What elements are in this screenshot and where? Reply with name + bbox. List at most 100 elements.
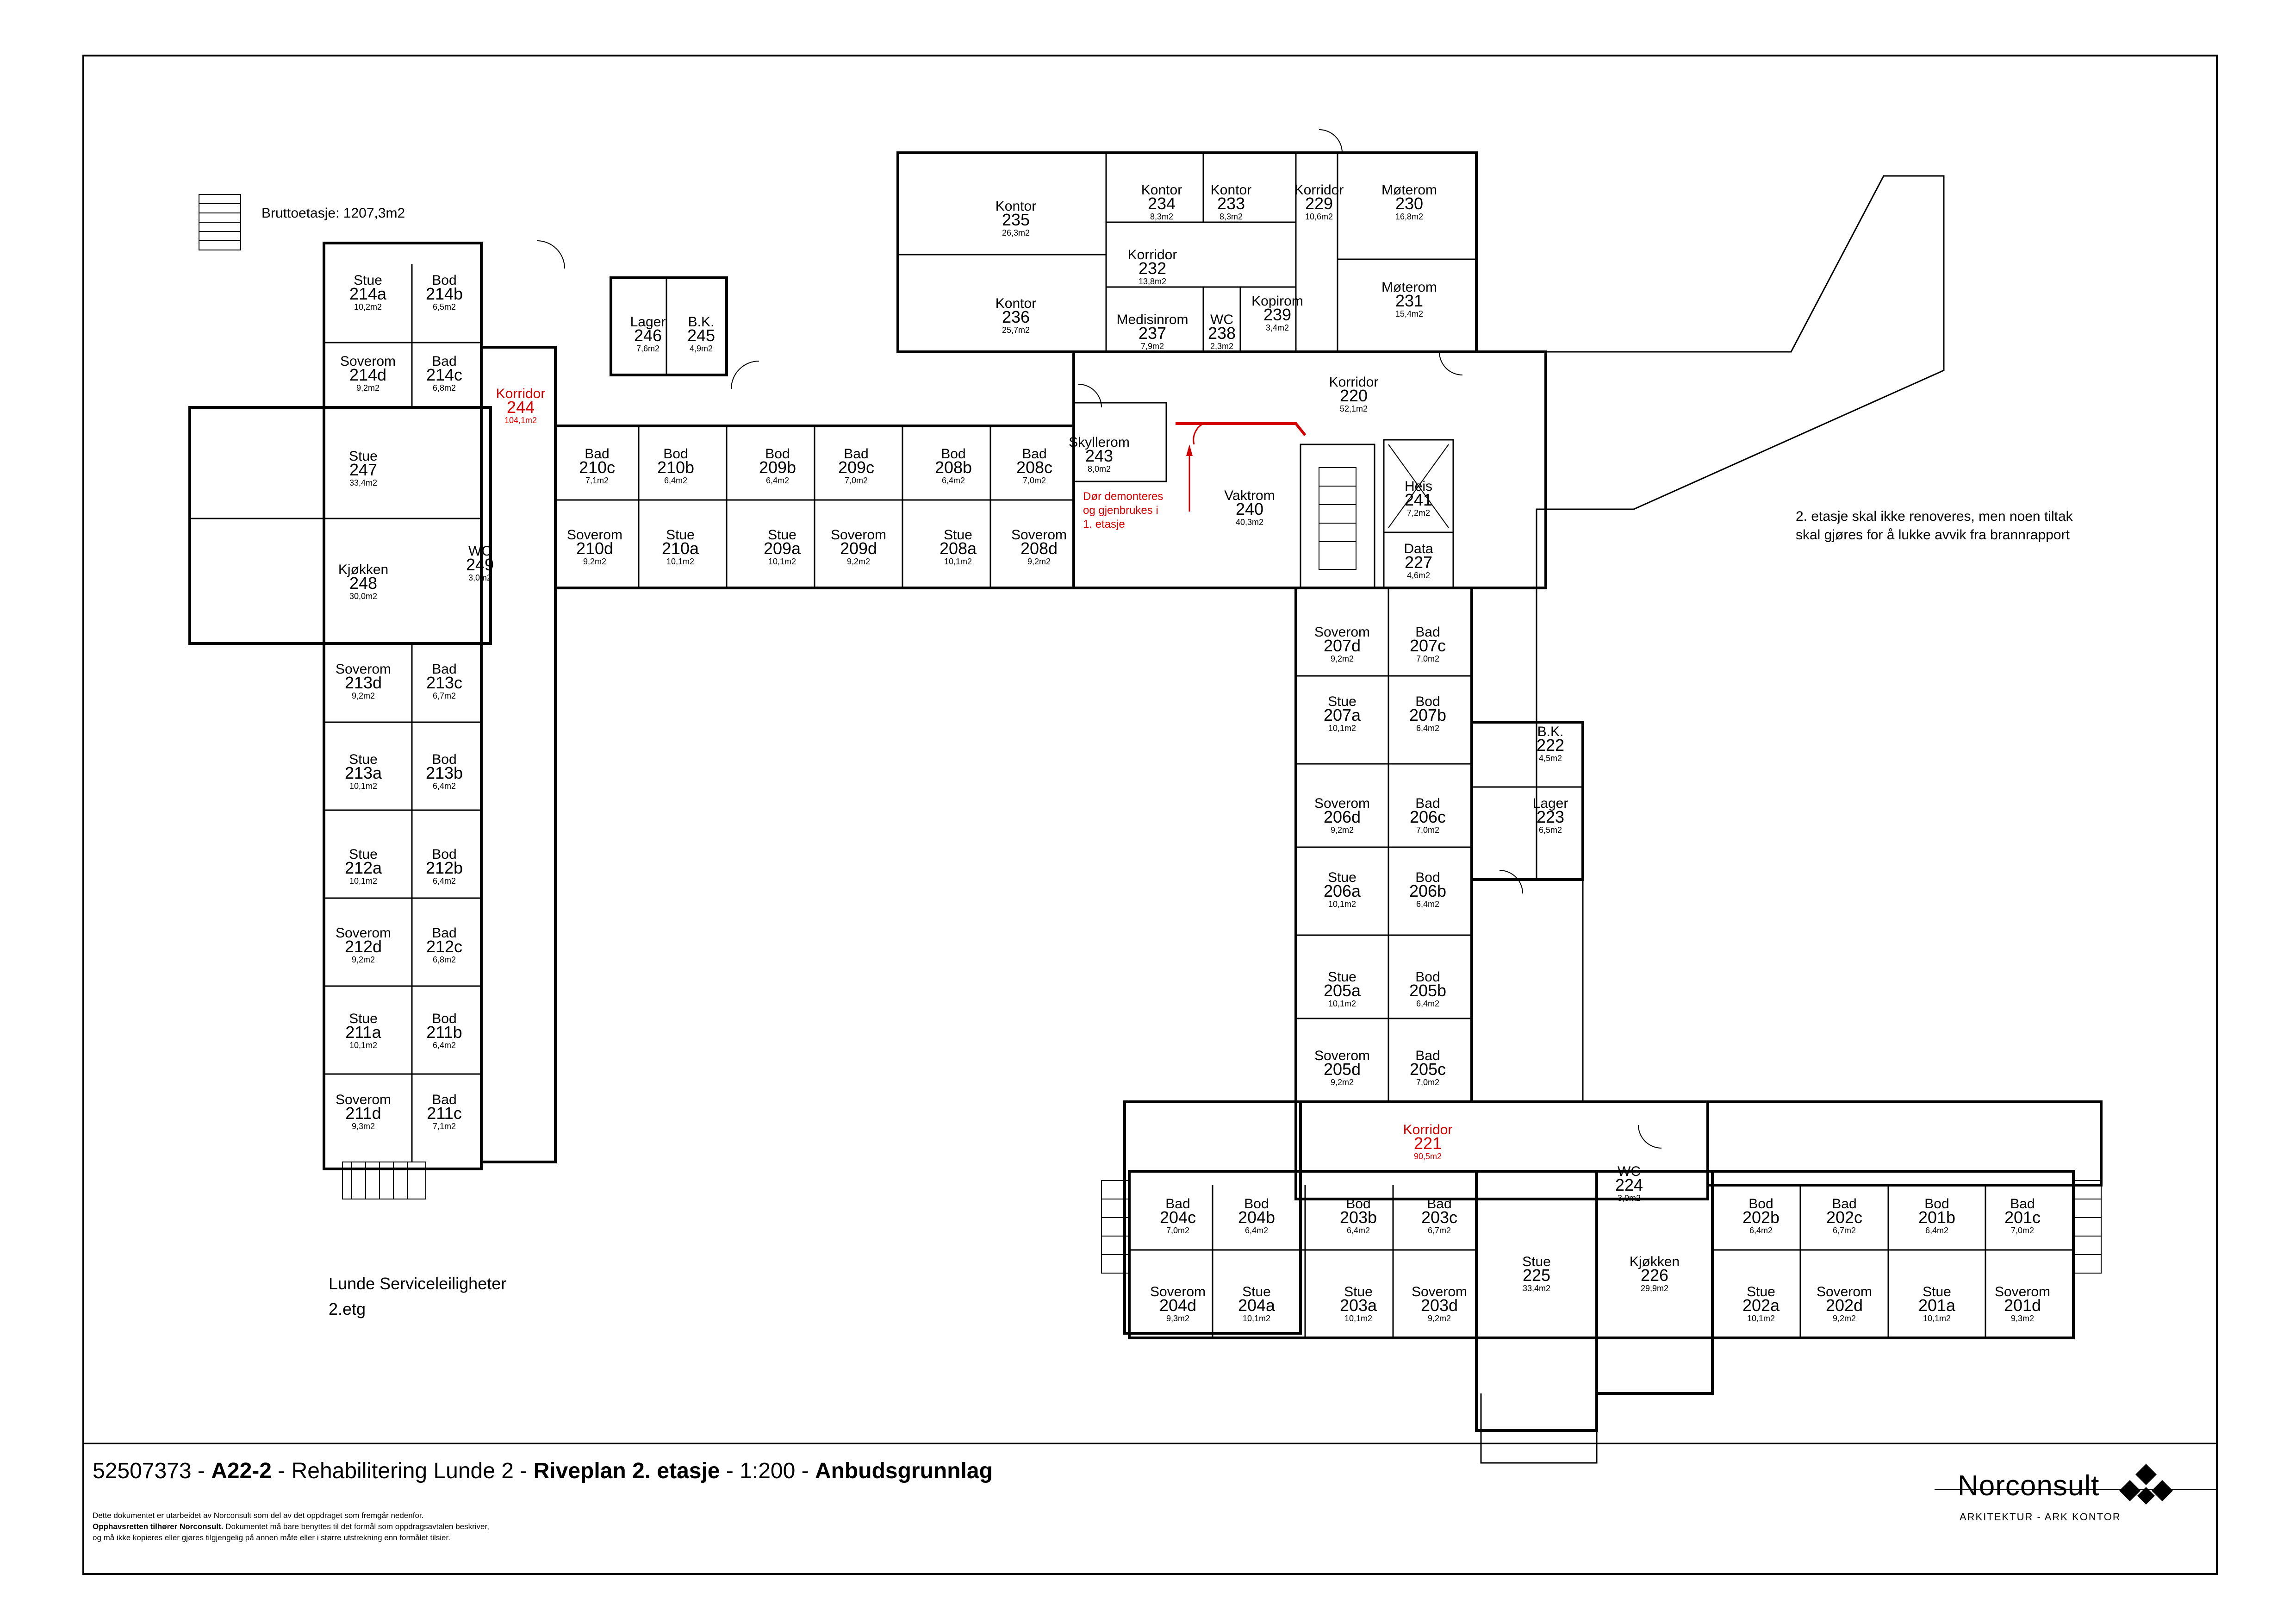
room-area: 10,1m2 (1328, 899, 1356, 909)
room-number: 205a (1324, 981, 1361, 1000)
room-number: 247 (349, 460, 377, 479)
room-area: 3,0m2 (468, 573, 492, 582)
room-name: Bod (1415, 969, 1440, 985)
room-name: Soverom (567, 527, 622, 543)
room-area: 6,5m2 (433, 302, 456, 312)
room-number: 211d (345, 1104, 381, 1123)
room-area: 6,8m2 (433, 955, 456, 964)
room-name: Soverom (1011, 527, 1067, 543)
room-area: 8,0m2 (1088, 464, 1111, 474)
room-area: 8,3m2 (1150, 212, 1173, 221)
room-name: Bod (1415, 870, 1440, 885)
room-area: 9,2m2 (1331, 654, 1354, 663)
room-area: 10,1m2 (944, 557, 972, 566)
room-name: Data (1404, 541, 1433, 556)
room-number: 225 (1523, 1266, 1550, 1285)
room-number: 238 (1208, 324, 1236, 343)
room-number: 223 (1537, 807, 1564, 826)
room-name: Stue (349, 752, 378, 767)
room-area: 7,0m2 (2011, 1226, 2034, 1235)
room-area: 7,2m2 (1407, 508, 1430, 518)
room-name: Soverom (340, 354, 396, 369)
room-area: 9,3m2 (1166, 1314, 1189, 1323)
drawing-status: Anbudsgrunnlag (815, 1459, 993, 1483)
room-area: 6,4m2 (942, 476, 965, 485)
room-area: 6,8m2 (433, 383, 456, 393)
room-area: 16,8m2 (1395, 212, 1423, 221)
room-name: Kopirom (1251, 294, 1303, 309)
drawing-number: A22-2 (211, 1459, 272, 1483)
room-number: 210d (576, 539, 613, 558)
room-name: Soverom (336, 1092, 391, 1107)
room-number: 212d (345, 937, 382, 956)
room-name: Bod (1415, 694, 1440, 709)
room-name: Stue (1522, 1254, 1551, 1269)
room-number: 248 (349, 574, 377, 593)
room-area: 10,1m2 (1328, 999, 1356, 1008)
room-area: 7,9m2 (1141, 342, 1164, 351)
room-name: Bad (1415, 625, 1440, 640)
room-area: 6,7m2 (433, 691, 456, 700)
room-number: 239 (1263, 305, 1291, 324)
room-number: 227 (1405, 553, 1432, 572)
room-name: Soverom (1412, 1284, 1467, 1299)
room-number: 224 (1615, 1175, 1643, 1194)
room-name: Møterom (1381, 182, 1437, 198)
room-name: Bad (432, 1092, 456, 1107)
room-area: 9,2m2 (583, 557, 606, 566)
room-number: 214a (349, 284, 387, 303)
room-area: 10,1m2 (349, 876, 377, 886)
room-number: 209a (764, 539, 801, 558)
legal-notice: Dette dokumentet er utarbeidet av Norcon… (93, 1510, 879, 1543)
room-area: 26,3m2 (1002, 228, 1030, 237)
room-name: Soverom (336, 925, 391, 941)
room-number: 209c (838, 458, 874, 477)
room-area: 25,7m2 (1002, 325, 1030, 335)
room-area: 10,6m2 (1305, 212, 1333, 221)
room-name: Bod (1748, 1196, 1773, 1212)
room-area: 10,2m2 (354, 302, 382, 312)
room-number: 202b (1742, 1208, 1780, 1227)
room-name: Stue (1923, 1284, 1951, 1299)
room-name: Medisinrom (1116, 312, 1188, 327)
room-name: Bad (1165, 1196, 1190, 1212)
room-number: 212a (345, 858, 382, 877)
separator: - (720, 1459, 740, 1483)
room-number: 206c (1410, 807, 1446, 826)
room-name: Lager (630, 314, 666, 330)
room-area: 6,4m2 (1416, 899, 1439, 909)
room-area: 3,4m2 (1266, 323, 1289, 332)
room-name: Heis (1405, 479, 1432, 494)
room-number: 207d (1324, 636, 1361, 655)
project-name: Rehabilitering Lunde 2 (291, 1459, 514, 1483)
room-number: 212c (426, 937, 462, 956)
legal-line-2: Opphavsretten tilhører Norconsult. Dokum… (93, 1521, 879, 1532)
room-area: 6,5m2 (1539, 825, 1562, 835)
room-number: 206a (1324, 881, 1361, 900)
room-name: WC (1210, 312, 1233, 327)
room-name: Bad (1832, 1196, 1856, 1212)
room-number: 201b (1918, 1208, 1955, 1227)
room-name: Kontor (1141, 182, 1182, 198)
room-area: 52,1m2 (1340, 404, 1368, 413)
room-name: Bod (1924, 1196, 1949, 1212)
room-area: 7,0m2 (845, 476, 868, 485)
